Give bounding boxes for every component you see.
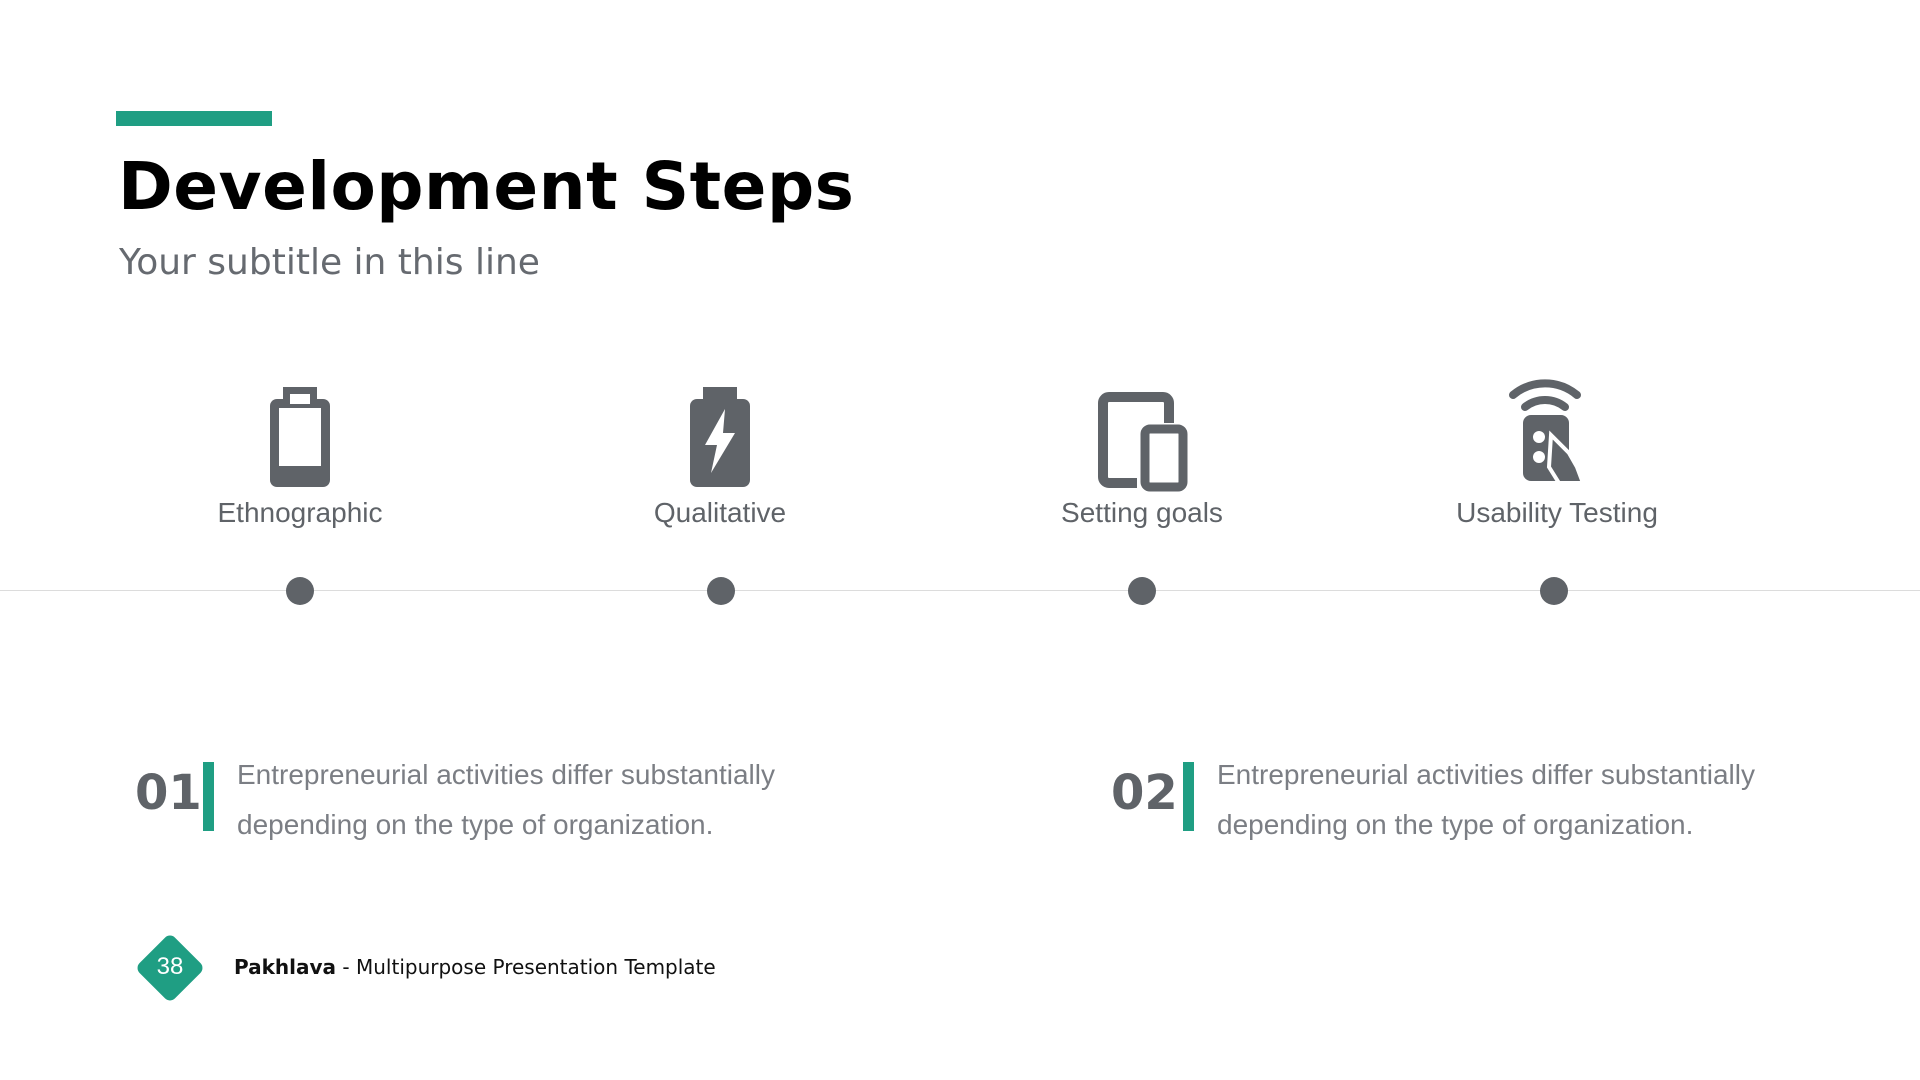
- timeline-dot: [286, 577, 314, 605]
- step-label-setting-goals: Setting goals: [1061, 497, 1223, 528]
- footer-separator: -: [336, 955, 356, 979]
- page-number: 38: [156, 953, 184, 980]
- note-accent-bar: [1183, 762, 1194, 831]
- timeline-dot: [1540, 577, 1568, 605]
- timeline-line: [0, 590, 1920, 591]
- footer-tagline: Multipurpose Presentation Template: [355, 955, 716, 979]
- devices-icon: [1087, 379, 1197, 499]
- note-line: Entrepreneurial activities differ substa…: [237, 759, 775, 790]
- step-label-ethnographic: Ethnographic: [217, 497, 383, 528]
- footer-credit: Pakhlava - Multipurpose Presentation Tem…: [234, 950, 716, 984]
- title-accent-bar: [116, 111, 272, 126]
- battery-charging-icon: [665, 379, 775, 499]
- note-line: depending on the type of organization.: [1217, 809, 1694, 840]
- step-label-qualitative: Qualitative: [653, 497, 787, 528]
- note-line: depending on the type of organization.: [237, 809, 714, 840]
- page-title: Development Steps: [118, 148, 855, 225]
- note-description: Entrepreneurial activities differ substa…: [237, 750, 857, 850]
- note-number: 01: [135, 765, 202, 821]
- page-subtitle: Your subtitle in this line: [119, 242, 540, 283]
- note-description: Entrepreneurial activities differ substa…: [1217, 750, 1837, 850]
- timeline-dot: [1128, 577, 1156, 605]
- note-line: Entrepreneurial activities differ substa…: [1217, 759, 1755, 790]
- footer-brand: Pakhlava: [234, 955, 337, 979]
- note-accent-bar: [203, 762, 214, 831]
- timeline-dot: [707, 577, 735, 605]
- step-label-usability-testing: Usability Testing: [1456, 497, 1658, 528]
- remote-wifi-icon: [1493, 367, 1603, 487]
- note-number: 02: [1111, 765, 1178, 821]
- battery-empty-icon: [245, 379, 355, 499]
